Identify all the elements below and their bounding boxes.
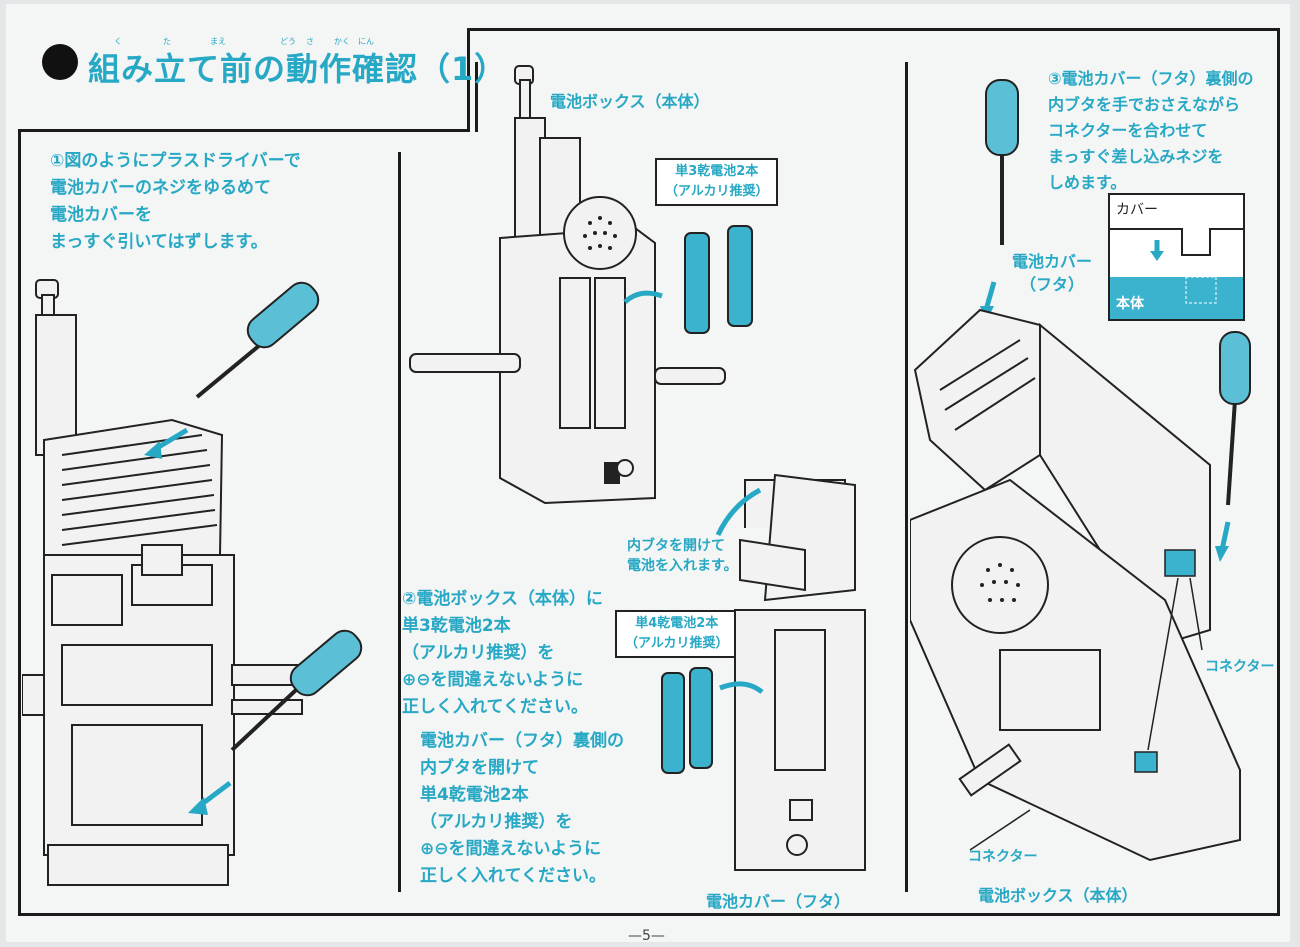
- title-ruby: さ: [306, 37, 314, 46]
- step2b-line-6: 正しく入れてください。: [420, 866, 606, 886]
- page-number: —5—: [628, 928, 665, 944]
- step2-line-3: （アルカリ推奨）を: [402, 643, 555, 663]
- step2b-line-4: （アルカリ推奨）を: [420, 812, 573, 832]
- step2b-text: 電池カバー（フタ）裏側の 内ブタを開けて 単4乾電池2本 （アルカリ推奨）を ⊕…: [420, 728, 624, 890]
- device-illustration-left: [22, 279, 363, 886]
- step1-line-2: 電池カバーのネジをゆるめて: [50, 178, 271, 198]
- connector-label-upper: コネクター: [1205, 659, 1275, 675]
- battery-box-label-panel3: 電池ボックス（本体）: [978, 886, 1138, 905]
- step2b-line-3: 単4乾電池2本: [420, 785, 529, 805]
- inset-body-label: 本体: [1116, 296, 1144, 312]
- cover-label-bottom: 電池カバー（フタ）: [706, 892, 851, 911]
- step2b-line-1: 電池カバー（フタ）裏側の: [420, 731, 624, 751]
- title-ruby: く: [114, 37, 122, 46]
- inset-cover-label: カバー: [1116, 202, 1158, 218]
- column-divider-top: [475, 62, 478, 132]
- inset-drawing: [1110, 228, 1243, 319]
- aa-callout-line-2: （アルカリ推奨）: [665, 184, 769, 199]
- step3-line-1: ③電池カバー（フタ）裏側の: [1048, 69, 1254, 88]
- page-frame: [18, 28, 1280, 916]
- title-box: [18, 28, 470, 132]
- connector-label-lower: コネクター: [968, 849, 1038, 865]
- aa-callout-line-1: 単3乾電池2本: [675, 164, 759, 179]
- title-ruby: にん: [358, 37, 374, 46]
- inner-lid-line-2: 電池を入れます。: [627, 558, 738, 574]
- step1-text: ①図のようにプラスドライバーで 電池カバーのネジをゆるめて 電池カバーを まっす…: [50, 148, 301, 256]
- step3-line-2: 内ブタを手でおさえながら: [1048, 95, 1241, 114]
- inner-lid-line-1: 内ブタを開けて: [627, 538, 725, 554]
- battery-box-illustration: [409, 65, 846, 528]
- step3-line-4: まっすぐ差し込みネジを: [1048, 147, 1224, 166]
- connector-inset-diagram: カバー 本体: [1108, 193, 1245, 321]
- aaa-battery-callout: 単4乾電池2本 （アルカリ推奨）: [615, 610, 739, 658]
- battery-box-label-top: 電池ボックス（本体）: [550, 92, 710, 111]
- step1-line-1: ①図のようにプラスドライバーで: [50, 151, 301, 171]
- inner-lid-note: 内ブタを開けて 電池を入れます。: [627, 536, 738, 576]
- step2b-line-5: ⊕⊖を間違えないように: [420, 839, 602, 859]
- aa-battery-callout: 単3乾電池2本 （アルカリ推奨）: [655, 158, 779, 206]
- step2-line-2: 単3乾電池2本: [402, 616, 511, 636]
- step3-text: ③電池カバー（フタ）裏側の 内ブタを手でおさえながら コネクターを合わせて まっ…: [1048, 66, 1254, 196]
- page-title: 組み立て前の動作確認（1）: [88, 50, 508, 88]
- column-divider-right: [905, 62, 908, 892]
- step2-text: ②電池ボックス（本体）に 単3乾電池2本 （アルカリ推奨）を ⊕⊖を間違えないよ…: [402, 586, 603, 721]
- title-ruby: た: [163, 37, 171, 46]
- step2-line-5: 正しく入れてください。: [402, 697, 588, 717]
- step1-line-3: 電池カバーを: [50, 205, 152, 225]
- cover-label-panel3: 電池カバー （フタ）: [1012, 250, 1092, 296]
- aaa-callout-line-2: （アルカリ推奨）: [625, 636, 729, 651]
- step2b-line-2: 内ブタを開けて: [420, 758, 539, 778]
- assembly-illustration: [910, 79, 1251, 862]
- aaa-callout-line-1: 単4乾電池2本: [635, 616, 719, 631]
- title-ruby: どう: [280, 37, 296, 46]
- cover-label-line-1: 電池カバー: [1012, 252, 1093, 271]
- step1-line-4: まっすぐ引いてはずします。: [50, 232, 268, 252]
- battery-cover-illustration: [661, 473, 866, 871]
- step2-line-4: ⊕⊖を間違えないように: [402, 670, 584, 690]
- cover-label-line-2: （フタ）: [1020, 275, 1085, 294]
- title-ruby: かく: [334, 37, 350, 46]
- bullet-icon: [42, 44, 78, 80]
- step3-line-5: しめます。: [1048, 173, 1127, 192]
- column-divider-left: [398, 152, 401, 892]
- step3-line-3: コネクターを合わせて: [1048, 121, 1208, 140]
- step2-line-1: ②電池ボックス（本体）に: [402, 589, 603, 609]
- title-ruby: まえ: [210, 37, 226, 46]
